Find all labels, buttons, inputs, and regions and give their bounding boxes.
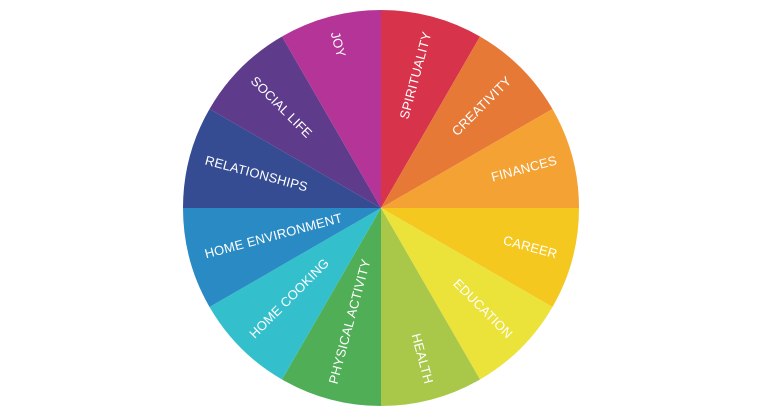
wheel-segments (183, 10, 579, 406)
wheel-segment-relationships (183, 109, 381, 208)
wheel-label-joy: JOY (328, 30, 349, 59)
wheel-segment-joy (282, 10, 381, 208)
wheel-segment-health (381, 208, 480, 406)
wheel-segment-career (381, 208, 579, 307)
wheel-segment-social-life (209, 36, 381, 208)
wheel-segment-finances (381, 109, 579, 208)
wheel-segment-home-cooking (209, 208, 381, 380)
wheel-segment-creativity (381, 36, 553, 208)
wheel-segment-education (381, 208, 553, 380)
wheel-segment-physical-activity (282, 208, 381, 406)
wheel-segment-spirituality (381, 10, 480, 208)
wheel-segment-home-environment (183, 208, 381, 307)
